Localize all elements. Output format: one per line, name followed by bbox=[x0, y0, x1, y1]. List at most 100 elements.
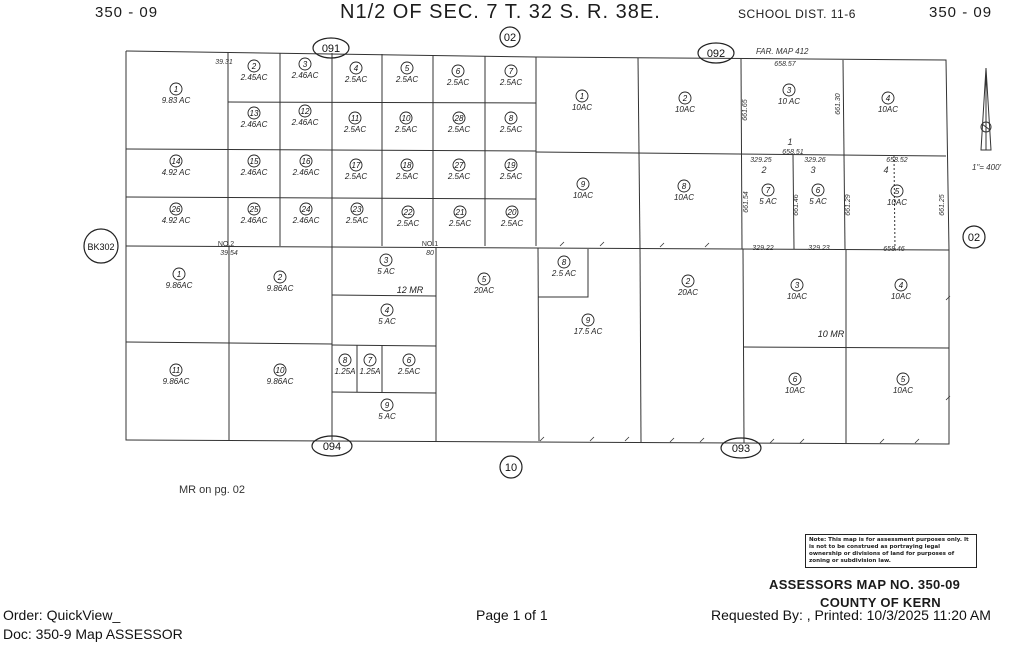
parcel-bottom-acreage: 9.86AC bbox=[166, 281, 193, 290]
parcel-bottom-number[interactable]: 3 bbox=[384, 256, 389, 265]
parcel-top-number[interactable]: 3 bbox=[787, 86, 792, 95]
parcel-top-number[interactable]: 2 bbox=[682, 94, 688, 103]
parcel-top-acreage: 2.5AC bbox=[446, 78, 469, 87]
parcel-top-number[interactable]: 24 bbox=[301, 205, 311, 214]
parcel-bottom-number-circle bbox=[379, 253, 393, 267]
dim-329-26: 329.26 bbox=[804, 157, 826, 164]
parcel-top-number-circle bbox=[504, 111, 518, 125]
parcel-top-number[interactable]: 19 bbox=[507, 161, 516, 170]
parcel-bottom-number-circle bbox=[380, 398, 394, 412]
parcel-top-number[interactable]: 11 bbox=[351, 114, 359, 123]
parcel-top-acreage: 2.5AC bbox=[499, 172, 522, 181]
parcel-top-number-circle bbox=[575, 89, 589, 103]
parcel-top-number[interactable]: 3 bbox=[303, 60, 308, 69]
parcel-top-number-circle bbox=[881, 91, 895, 105]
parcel-top-number[interactable]: 27 bbox=[454, 161, 464, 170]
parcel-bottom-acreage: 2.5 AC bbox=[551, 269, 576, 278]
parcel-top-number-circle bbox=[247, 106, 261, 120]
parcel-top-acreage: 10AC bbox=[675, 105, 695, 114]
fair-map-ref: FAR. MAP 412 bbox=[756, 47, 809, 56]
parcel-top-number[interactable]: 22 bbox=[403, 208, 413, 217]
parcel-top-number[interactable]: 4 bbox=[886, 94, 891, 103]
parcel-top-number[interactable]: 26 bbox=[171, 205, 181, 214]
parcel-bottom-number[interactable]: 6 bbox=[793, 375, 798, 384]
parcel-top-acreage: 5 AC bbox=[809, 197, 827, 206]
parcel-top-number-circle bbox=[811, 183, 825, 197]
parcel-bottom-number[interactable]: 9 bbox=[586, 316, 591, 325]
parcel-top-number[interactable]: 10 bbox=[402, 114, 411, 123]
dim-658-52: 658.52 bbox=[886, 157, 908, 164]
parcel-top-number[interactable]: 2 bbox=[251, 62, 257, 71]
parcel-top-number[interactable]: 8 bbox=[682, 182, 687, 191]
parcel-top-number-circle bbox=[504, 158, 518, 172]
parcel-bottom-number[interactable]: 2 bbox=[277, 273, 283, 282]
parcel-bottom-number[interactable]: 9 bbox=[385, 401, 390, 410]
parcel-top-number[interactable]: 9 bbox=[581, 180, 586, 189]
parcel-top-number[interactable]: 14 bbox=[172, 157, 181, 166]
requested-printed: Requested By: , Printed: 10/3/2025 11:20… bbox=[711, 607, 991, 623]
dim-329-23: 329.23 bbox=[808, 245, 830, 252]
parcel-bottom-number-circle bbox=[581, 313, 595, 327]
parcel-bottom-number[interactable]: 3 bbox=[795, 281, 800, 290]
parcel-top-number[interactable]: 23 bbox=[352, 205, 362, 214]
parcel-top-acreage: 2.5AC bbox=[344, 75, 367, 84]
dim-329-22: 329.22 bbox=[752, 245, 774, 252]
parcel-bottom-number[interactable]: 5 bbox=[482, 275, 487, 284]
parcel-top-number[interactable]: 6 bbox=[456, 67, 461, 76]
parcel-bottom-number-circle bbox=[402, 353, 416, 367]
parcel-bottom-number[interactable]: 8 bbox=[343, 356, 348, 365]
parcel-top-number-circle bbox=[451, 64, 465, 78]
parcel-top-number[interactable]: 5 bbox=[895, 187, 900, 196]
parcel-top-number-circle bbox=[348, 111, 362, 125]
parcel-top-acreage: 4.92 AC bbox=[162, 168, 191, 177]
parcel-top-acreage: 2.46AC bbox=[240, 216, 268, 225]
mr-page-note: MR on pg. 02 bbox=[179, 484, 246, 496]
parcel-bottom-number[interactable]: 4 bbox=[385, 306, 390, 315]
parcel-top-number[interactable]: 13 bbox=[250, 109, 259, 118]
parcel-top-number[interactable]: 6 bbox=[816, 186, 821, 195]
neighbor-bk302: BK302 bbox=[87, 242, 114, 252]
parcel-top-acreage: 2.5AC bbox=[448, 219, 471, 228]
parcel-top-number[interactable]: 16 bbox=[302, 157, 311, 166]
parcel-top-number[interactable]: 4 bbox=[354, 64, 359, 73]
parcel-bottom-number[interactable]: 2 bbox=[685, 277, 691, 286]
parcel-bottom-number[interactable]: 6 bbox=[407, 356, 412, 365]
parcel-top-number[interactable]: 25 bbox=[249, 205, 259, 214]
parcel-bottom-acreage: 10AC bbox=[787, 292, 807, 301]
parcel-bottom-number[interactable]: 4 bbox=[899, 281, 904, 290]
parcel-top-number[interactable]: 17 bbox=[352, 161, 361, 170]
parcel-top-number[interactable]: 7 bbox=[766, 186, 771, 195]
parcel-top-number[interactable]: 12 bbox=[301, 107, 310, 116]
parcel-bottom-number[interactable]: 5 bbox=[901, 375, 906, 384]
parcel-bottom-number[interactable]: 7 bbox=[368, 356, 373, 365]
parcel-bottom-number[interactable]: 10 bbox=[276, 366, 285, 375]
neighbor-091: 091 bbox=[322, 43, 340, 55]
neighbor-02-top: 02 bbox=[504, 32, 516, 44]
parcel-top-number[interactable]: 8 bbox=[509, 114, 514, 123]
parcel-top-number[interactable]: 1 bbox=[174, 85, 178, 94]
parcel-top-number-circle bbox=[247, 202, 261, 216]
parcel-top-number[interactable]: 5 bbox=[405, 64, 410, 73]
parcel-top-number-circle bbox=[678, 91, 692, 105]
parcel-bottom-number[interactable]: 11 bbox=[172, 366, 180, 375]
parcel-top-number-circle bbox=[298, 57, 312, 71]
parcel-top-number[interactable]: 15 bbox=[250, 157, 259, 166]
parcel-top-number[interactable]: 18 bbox=[403, 161, 412, 170]
parcel-top-number[interactable]: 1 bbox=[580, 92, 584, 101]
parcel-top-acreage: 10 AC bbox=[778, 97, 800, 106]
parcel-top-number[interactable]: 21 bbox=[455, 208, 465, 217]
parcel-top-number-circle bbox=[169, 202, 183, 216]
parcel-top-acreage: 2.5AC bbox=[344, 172, 367, 181]
dim-661-46: 661.46 bbox=[793, 194, 800, 216]
parcel-bottom-number[interactable]: 8 bbox=[562, 258, 567, 267]
parcel-top-number[interactable]: 28 bbox=[454, 114, 464, 123]
parcel-top-number[interactable]: 7 bbox=[509, 67, 514, 76]
parcel-bottom-number-circle bbox=[273, 363, 287, 377]
parcel-bottom-number[interactable]: 1 bbox=[177, 270, 181, 279]
order-label: Order: QuickView_ bbox=[3, 607, 121, 623]
dim-329-25: 329.25 bbox=[750, 157, 772, 164]
parcel-top-acreage: 2.5AC bbox=[395, 172, 418, 181]
parcel-top-number[interactable]: 20 bbox=[507, 208, 517, 217]
book-page-left: 350 - 09 bbox=[95, 4, 159, 21]
